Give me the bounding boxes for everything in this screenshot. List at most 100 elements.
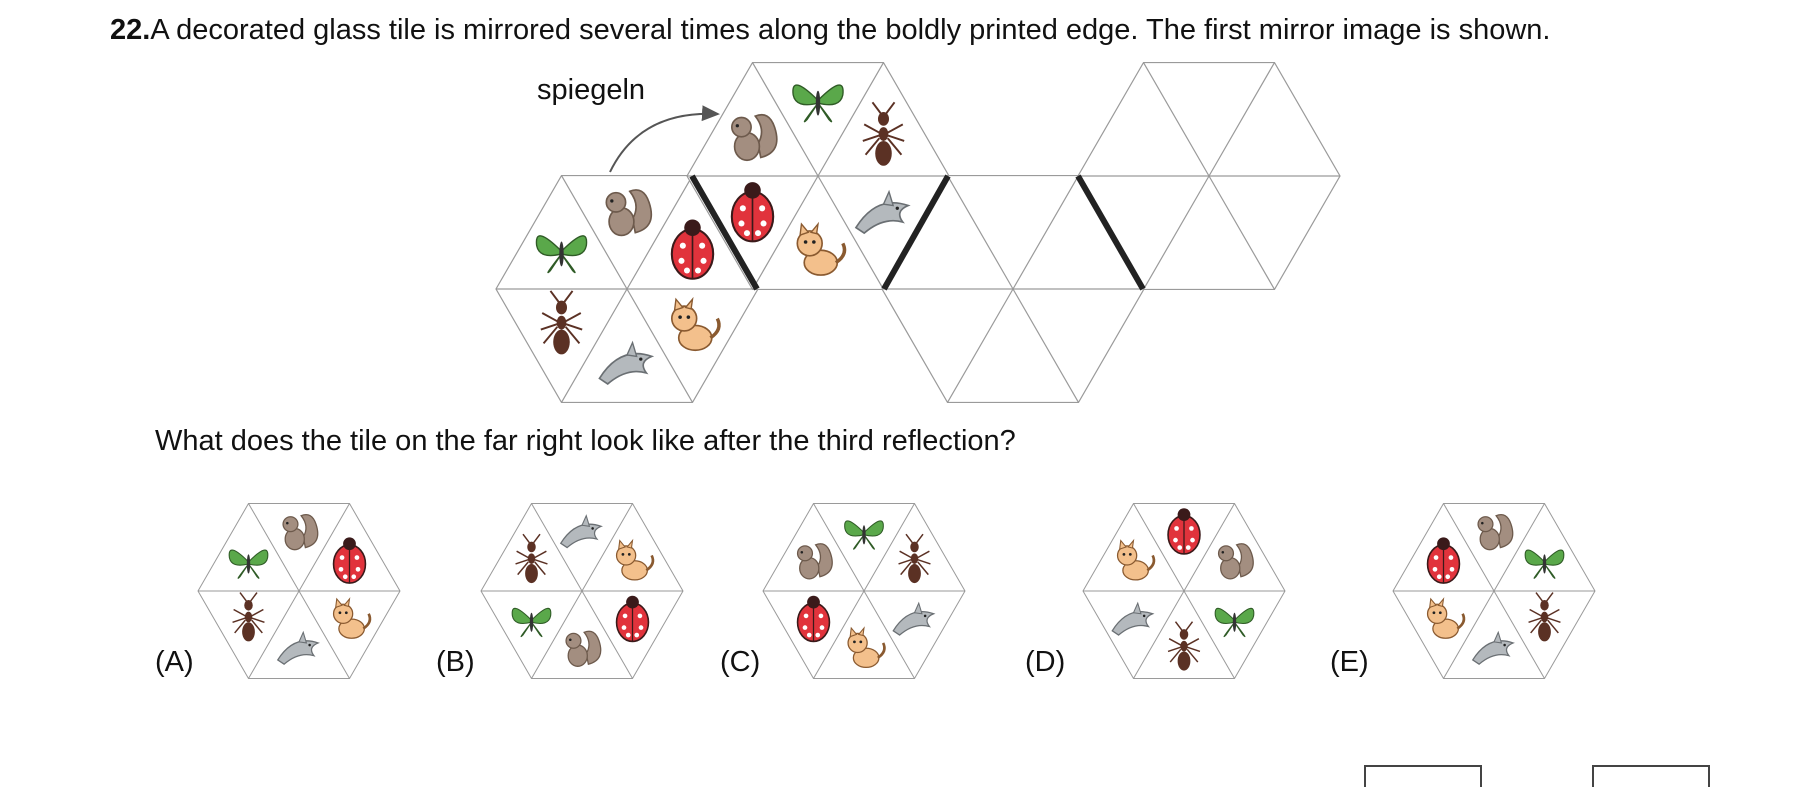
tile-cell [892, 601, 936, 636]
ant-icon [898, 533, 931, 584]
tile-cell [730, 182, 775, 243]
question-body: A decorated glass tile is mirrored sever… [150, 14, 1551, 46]
option-label-c[interactable]: (C) [720, 646, 761, 678]
tile-cell [898, 533, 931, 584]
butterfly-icon [228, 549, 269, 579]
tile-cell [730, 113, 778, 162]
tile-cell [1167, 621, 1201, 671]
butterfly-icon [1214, 607, 1255, 638]
cat-icon [670, 296, 721, 352]
ant-icon [540, 290, 583, 355]
tile-cell [615, 595, 650, 643]
tile-cell [1528, 592, 1561, 642]
butterfly-icon [535, 235, 588, 274]
option-label-a[interactable]: (A) [155, 646, 194, 678]
squirrel-icon [282, 513, 319, 551]
tile-cell [276, 630, 320, 665]
tile-cell [232, 592, 265, 642]
ant-icon [515, 533, 548, 584]
option-tile-a[interactable] [197, 503, 401, 679]
dolphin-icon [559, 514, 603, 549]
tile-cell [1524, 549, 1565, 579]
option-tile-e[interactable] [1392, 503, 1596, 679]
tile-cell [862, 101, 905, 166]
tile-cell [1214, 607, 1255, 638]
option-tile-d[interactable] [1082, 503, 1286, 679]
tile-cell [598, 340, 655, 385]
squirrel-icon [605, 189, 653, 237]
tile-cell [535, 235, 588, 274]
tile-cell [515, 533, 548, 584]
tile-cell [792, 84, 844, 123]
ladybug-icon [796, 595, 831, 643]
sub-question-text: What does the tile on the far right look… [155, 425, 1016, 457]
third-mirror-tile [1077, 61, 1341, 291]
tile-cell [847, 626, 886, 669]
cat-icon [1426, 597, 1466, 639]
tile-cell [615, 538, 655, 581]
ladybug-icon [1167, 508, 1201, 555]
tile-cell [1111, 601, 1155, 636]
tile-cell [511, 607, 552, 638]
option-label-d[interactable]: (D) [1025, 646, 1066, 678]
butterfly-icon [1524, 549, 1565, 579]
squirrel-icon [796, 543, 833, 580]
cat-icon [847, 626, 886, 669]
butterfly-icon [511, 607, 552, 638]
tile-cell [540, 290, 583, 355]
question-text: 22.A decorated glass tile is mirrored se… [110, 13, 1550, 48]
first-mirror-tile [686, 61, 950, 291]
tile-cell [1167, 508, 1201, 555]
squirrel-icon [1217, 543, 1254, 580]
tile-cell [854, 189, 911, 235]
tile-cell [1426, 537, 1461, 584]
mirror-arrow [609, 105, 720, 173]
option-tile-c[interactable] [762, 503, 966, 679]
dolphin-icon [598, 340, 655, 385]
butterfly-icon [844, 520, 884, 550]
tile-cell [670, 296, 721, 352]
ladybug-icon [730, 182, 775, 243]
dolphin-icon [892, 601, 936, 636]
dolphin-icon [1471, 630, 1515, 665]
ant-icon [232, 592, 265, 642]
tile-cell [559, 514, 603, 549]
squirrel-icon [565, 630, 602, 667]
tile-cell [1471, 630, 1515, 665]
ant-icon [862, 101, 905, 166]
tile-cell [332, 597, 372, 639]
cat-icon [332, 597, 372, 639]
ladybug-icon [332, 537, 367, 584]
dolphin-icon [854, 189, 911, 235]
tile-cell [228, 549, 269, 579]
bold-mirror-edge [1075, 174, 1146, 291]
tile-cell [565, 630, 602, 667]
second-mirror-tile [881, 174, 1145, 404]
tile-cell [1426, 597, 1466, 639]
squirrel-icon [730, 113, 778, 162]
tile-cell [796, 543, 833, 580]
mirror-arrow-label: spiegeln [537, 74, 646, 106]
dolphin-icon [276, 630, 320, 665]
option-tile-b[interactable] [480, 503, 684, 679]
bold-mirror-edge [881, 174, 951, 291]
cat-icon [796, 221, 847, 276]
cat-icon [1116, 538, 1156, 581]
tile-cell [332, 537, 367, 584]
ladybug-icon [1426, 537, 1461, 584]
tile-cell [1217, 543, 1254, 580]
squirrel-icon [1477, 513, 1514, 551]
option-label-b[interactable]: (B) [436, 646, 475, 678]
tile-cell [1116, 538, 1156, 581]
ant-icon [1528, 592, 1561, 642]
reflection-diagram [197, 61, 1596, 679]
tile-cell [796, 221, 847, 276]
tile-cell [844, 520, 884, 550]
tile-cell [1477, 513, 1514, 551]
ant-icon [1167, 621, 1201, 671]
butterfly-icon [792, 84, 844, 123]
dolphin-icon [1111, 601, 1155, 636]
ladybug-icon [670, 219, 715, 280]
tile-cell [282, 513, 319, 551]
option-label-e[interactable]: (E) [1330, 646, 1369, 678]
